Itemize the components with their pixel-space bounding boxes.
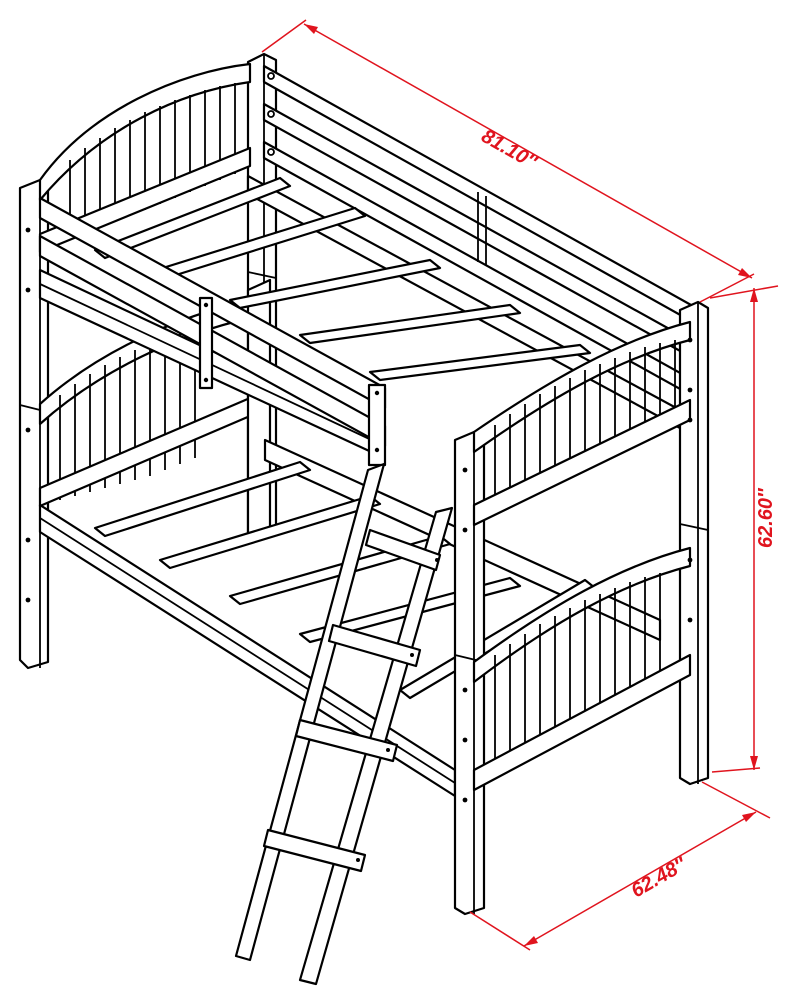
- dimension-height: 62.60″: [709, 285, 779, 773]
- width-arrow-right: [742, 812, 756, 822]
- width-dim-line: [523, 811, 757, 947]
- height-ext-line-top: [709, 285, 779, 299]
- width-label: 62.48″: [628, 853, 692, 903]
- dimension-width: 62.48″: [469, 781, 771, 951]
- width-ext-line-left: [469, 911, 531, 951]
- back-guard-rail: [246, 64, 702, 537]
- length-arrow-start: [304, 24, 318, 34]
- length-arrow-end: [738, 268, 752, 278]
- top-bunk-frame: [38, 174, 682, 467]
- length-ext-line-left: [261, 19, 307, 53]
- height-arrow-bottom: [750, 756, 758, 770]
- width-ext-line-right: [701, 781, 771, 819]
- height-label: 62.60″: [755, 487, 777, 548]
- width-arrow-left: [524, 936, 538, 946]
- top-bunk-slats: [93, 176, 592, 382]
- height-ext-line-bottom: [711, 767, 761, 773]
- length-dim-line: [303, 23, 753, 279]
- length-ext-line-right: [699, 273, 755, 303]
- front-lower-spindles: [494, 573, 661, 760]
- ladder: [234, 462, 454, 986]
- height-arrow-top: [750, 288, 758, 302]
- length-label: 81.10″: [478, 125, 542, 174]
- front-end-frame: [453, 300, 710, 916]
